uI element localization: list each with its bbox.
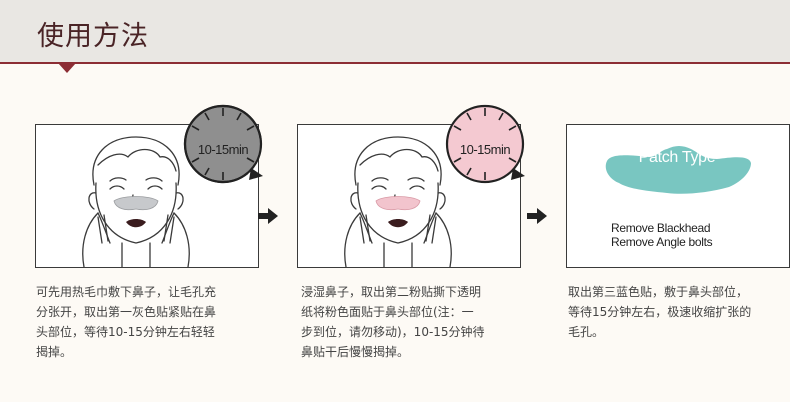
description-line: 取出第三蓝色贴，敷于鼻头部位， — [568, 285, 749, 299]
remove-angle-bolts-text: Remove Angle bolts — [611, 235, 713, 249]
step2-description: 浸湿鼻子，取出第二粉贴撕下透明 纸将粉色面贴于鼻头部位(注：一 步到位，请勿移动… — [301, 282, 533, 362]
timer-dial-icon — [445, 104, 525, 184]
pink-nose-patch — [375, 196, 421, 211]
description-line: 浸湿鼻子，取出第二粉贴撕下透明 — [301, 285, 482, 299]
timer-dial-icon — [183, 104, 263, 184]
header-bar: 使用方法 — [0, 0, 790, 62]
description-line: 纸将粉色面贴于鼻头部位(注：一 — [301, 305, 474, 319]
description-line: 鼻贴干后慢慢揭掉。 — [301, 345, 410, 359]
page-title: 使用方法 — [37, 21, 149, 52]
blue-nose-patch — [605, 146, 751, 194]
arrow-right-icon — [258, 208, 278, 224]
header-divider — [0, 62, 790, 64]
description-line: 分张开，取出第一灰色贴紧贴在鼻 — [36, 305, 217, 319]
step1-face-illustration — [82, 136, 190, 268]
grey-nose-patch — [113, 196, 159, 211]
step3-panel: Patch Type Remove Blackhead Remove Angle… — [566, 124, 790, 268]
header-notch — [58, 63, 76, 73]
description-line: 可先用热毛巾敷下鼻子，让毛孔充 — [36, 285, 217, 299]
description-line: 步到位，请勿移动)，10-15分钟待 — [301, 325, 485, 339]
patch-type-label: Patch Type — [638, 149, 716, 166]
description-line: 头部位，等待10-15分钟左右轻轻 — [36, 325, 215, 339]
step2-face-illustration — [344, 136, 452, 268]
step2-timer-label: 10-15min — [459, 142, 511, 157]
description-line: 等待15分钟左右，极速收缩扩张的 — [568, 305, 752, 319]
step1-description: 可先用热毛巾敷下鼻子，让毛孔充 分张开，取出第一灰色贴紧贴在鼻 头部位，等待10… — [36, 282, 268, 362]
description-line: 揭掉。 — [36, 345, 73, 359]
step3-description: 取出第三蓝色贴，敷于鼻头部位， 等待15分钟左右，极速收缩扩张的 毛孔。 — [568, 282, 790, 342]
remove-blackhead-text: Remove Blackhead — [611, 221, 711, 235]
step1-timer-label: 10-15min — [197, 142, 249, 157]
description-line: 毛孔。 — [568, 325, 605, 339]
arrow-right-icon — [527, 208, 547, 224]
